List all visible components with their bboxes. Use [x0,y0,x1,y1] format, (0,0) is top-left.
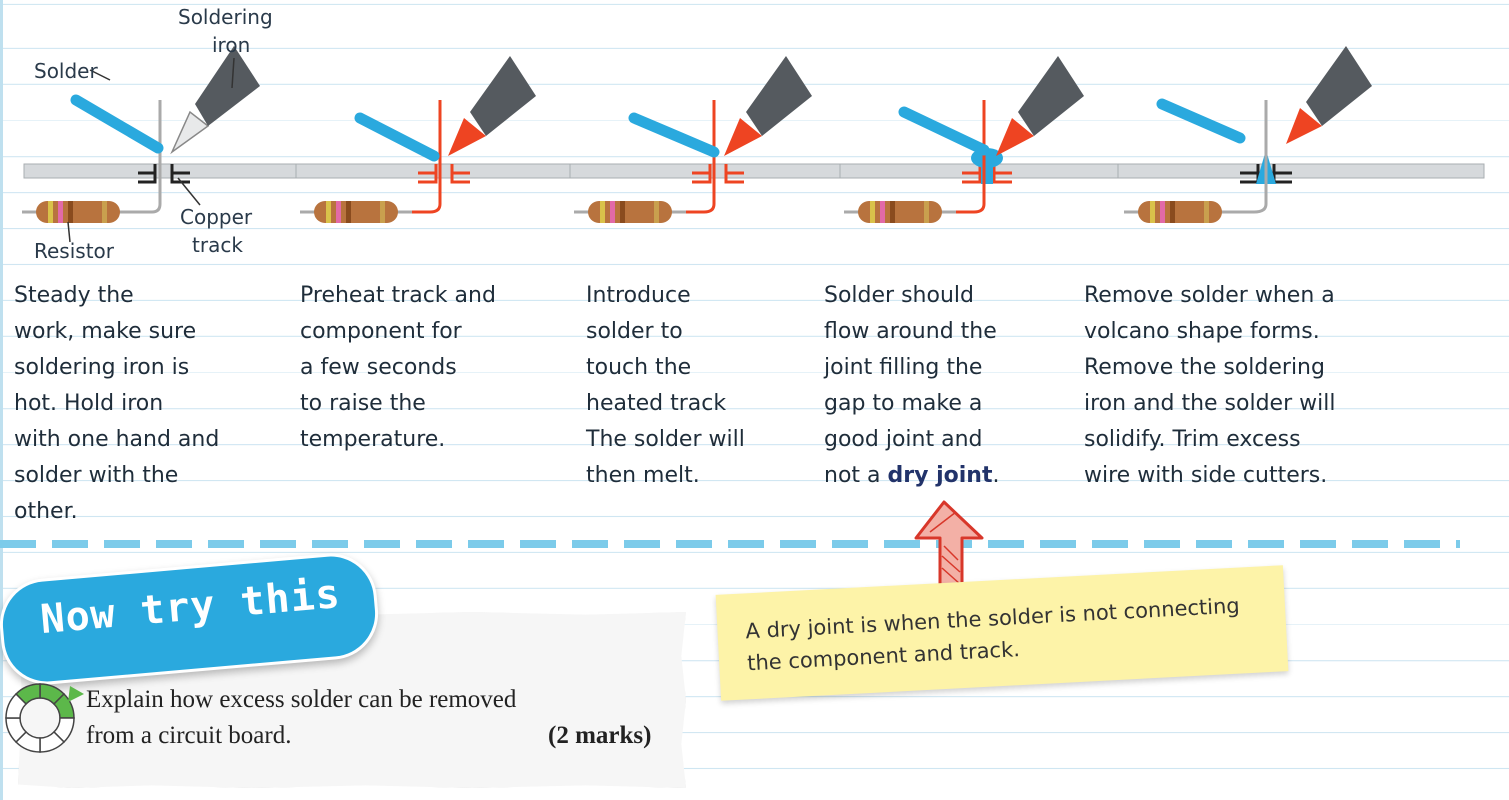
soldering-diagrams: Soldering iron Solder Copper track Resis… [22,5,1485,263]
label-solder: Solder [34,59,98,83]
step-5-text: Remove solder when a volcano shape forms… [1084,283,1336,488]
diagram-step-5 [1117,46,1485,223]
dry-joint-term: dry joint [887,463,993,488]
label-resistor: Resistor [34,239,115,263]
question-line-1: Explain how excess solder can be removed [86,686,517,713]
step-4-body: Solder should flow around the joint fill… [824,283,997,488]
question-line-2: from a circuit board. [86,722,292,749]
diagram-step-4 [839,56,1205,223]
question-marks: (2 marks) [548,722,652,749]
diagram-step-2 [295,56,663,223]
label-soldering-iron-line2: iron [212,33,250,57]
step-4-text: Solder should flow around the joint fill… [824,278,1074,494]
step-2-text: Preheat track and component for a few se… [300,283,496,452]
step-4-tail: . [992,463,1000,488]
margin-line [0,0,3,800]
diagram-step-1 [22,46,383,243]
step-descriptions: Steady the work, make sure soldering iro… [0,278,1509,528]
label-copper-line1: Copper [180,205,253,229]
diagram-step-3 [569,56,937,223]
label-copper-line2: track [192,233,243,257]
step-3-text: Introduce solder to touch the heated tra… [586,283,745,488]
label-soldering-iron-line1: Soldering [178,5,273,29]
dry-joint-note-text: A dry joint is when the solder is not co… [744,593,1241,676]
dashed-divider [0,540,1460,548]
difficulty-dial-icon [5,683,84,753]
step-1-text: Steady the work, make sure soldering iro… [14,283,220,524]
